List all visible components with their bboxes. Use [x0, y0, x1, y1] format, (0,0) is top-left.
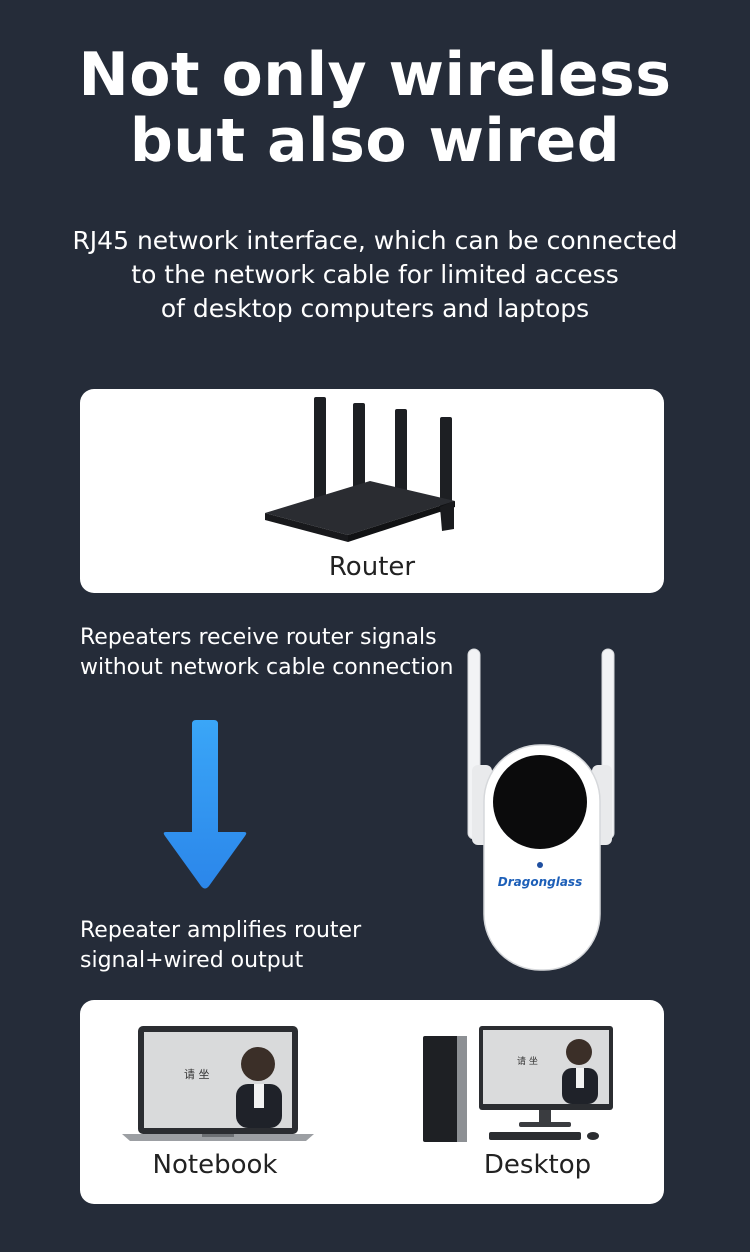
router-label: Router	[328, 552, 416, 582]
receive-note-line-2: without network cable connection	[80, 655, 454, 680]
repeater-image: Dragonglass	[467, 648, 615, 971]
receive-note-line-1: Repeaters receive router signals	[80, 625, 437, 650]
subtitle-line-1: RJ45 network interface, which can be con…	[72, 226, 678, 255]
desktop-screen-text: 请 坐	[517, 1055, 538, 1067]
amplify-note-line-2: signal+wired output	[80, 948, 304, 973]
desktop-image: 请 坐	[423, 1026, 613, 1142]
notebook-screen-text: 请 坐	[184, 1068, 210, 1081]
notebook-image: 请 坐	[122, 1026, 314, 1141]
receive-note: Repeaters receive router signals without…	[80, 623, 453, 683]
subtitle-line-2: to the network cable for limited access	[131, 260, 619, 289]
arrow-down-icon	[163, 720, 247, 889]
router-image	[265, 397, 455, 542]
headline-line-1: Not only wireless	[78, 40, 672, 110]
repeater-brand: Dragonglass	[498, 875, 582, 889]
headline-line-2: but also wired	[129, 106, 621, 176]
amplify-note: Repeater amplifies router signal+wired o…	[80, 916, 361, 976]
desktop-label: Desktop	[483, 1150, 592, 1180]
amplify-note-line-1: Repeater amplifies router	[80, 918, 362, 943]
router-card: Router	[80, 389, 664, 593]
notebook-label: Notebook	[152, 1150, 278, 1180]
subtitle: RJ45 network interface, which can be con…	[40, 224, 710, 326]
devices-card: 请 坐 Notebook 请 坐 Desktop	[80, 1000, 664, 1204]
subtitle-line-3: of desktop computers and laptops	[160, 294, 590, 323]
headline: Not only wireless but also wired	[0, 42, 750, 174]
